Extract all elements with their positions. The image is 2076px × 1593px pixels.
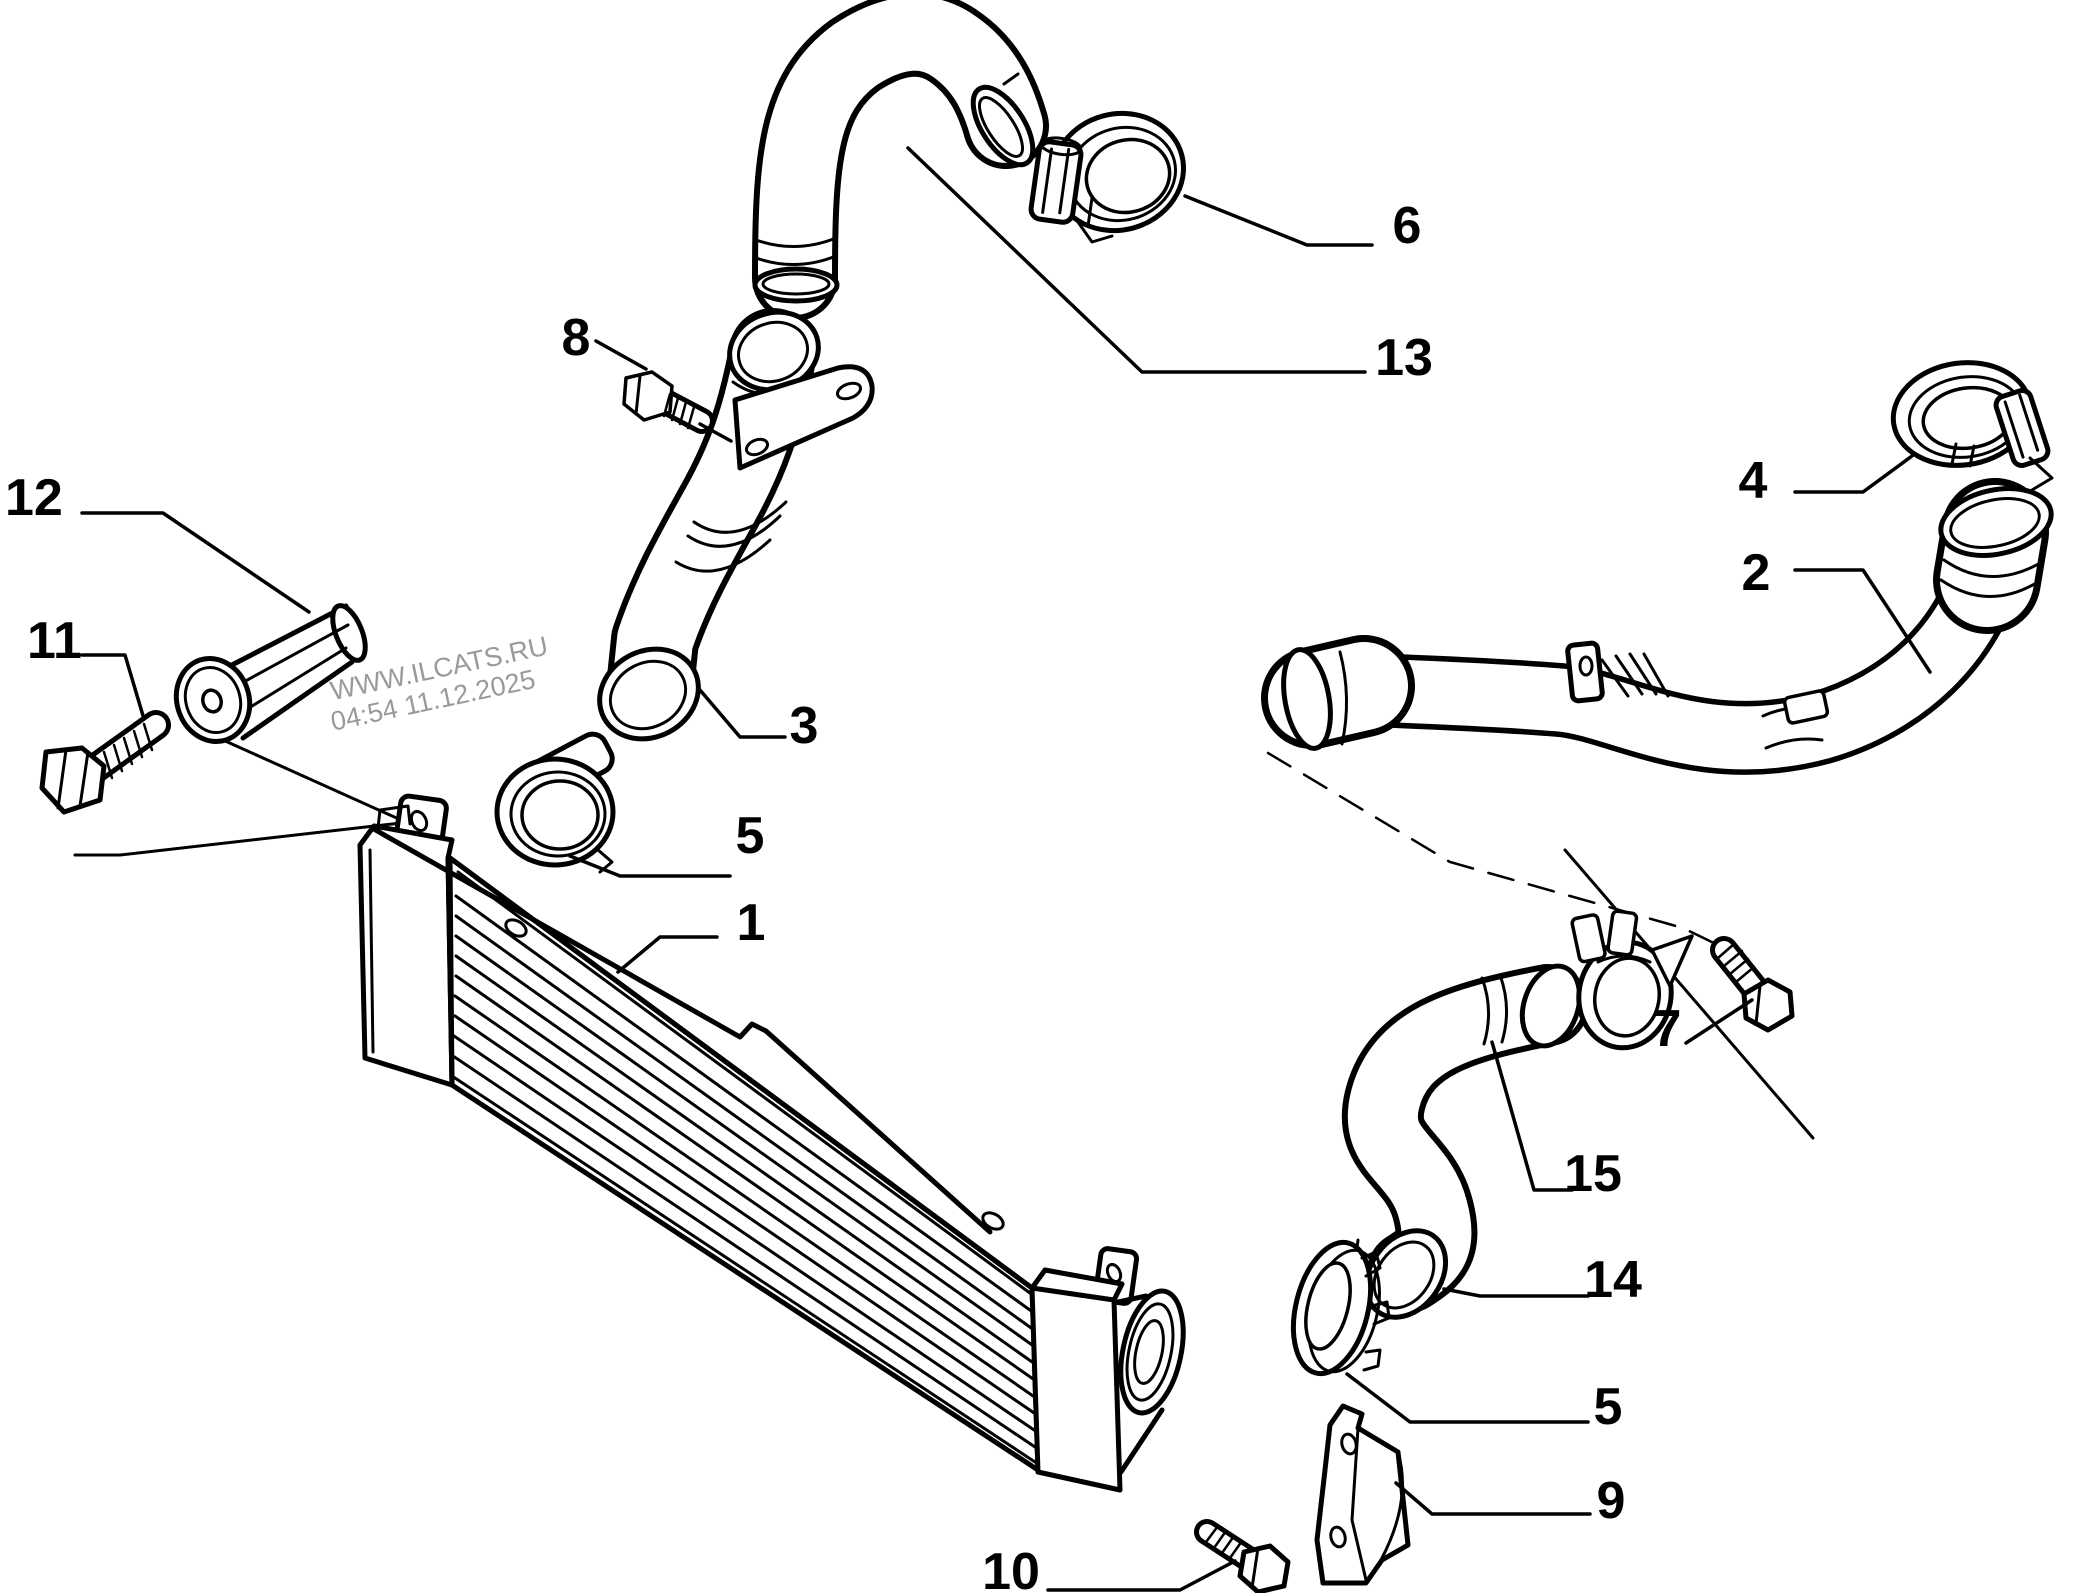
intercooler xyxy=(357,793,1186,1493)
part-label-11: 11 xyxy=(27,612,82,670)
part-label-8: 8 xyxy=(562,309,591,367)
leader-2 xyxy=(1793,568,1932,674)
intercooler-outlet-port xyxy=(1115,1288,1186,1475)
leader-9 xyxy=(1394,1481,1592,1516)
clamp-5-lower xyxy=(1290,1239,1391,1377)
leader-3 xyxy=(698,688,787,739)
callout-labels: 1 2 3 4 5 5 6 7 8 9 10 11 12 13 14 15 xyxy=(5,197,1770,1593)
lower-s-hose xyxy=(1341,963,1589,1320)
part-label-9: 9 xyxy=(1597,1472,1626,1530)
leader-4 xyxy=(1793,454,1914,494)
part-label-14: 14 xyxy=(1584,1251,1642,1309)
leader-14 xyxy=(1442,1287,1590,1298)
spacer-bush-12 xyxy=(173,603,368,744)
leader-1 xyxy=(616,935,719,974)
leader-5a xyxy=(568,854,732,878)
leader-12 xyxy=(80,511,311,614)
clamp-6 xyxy=(1028,110,1186,244)
leader-8 xyxy=(594,339,648,371)
bolt-7 xyxy=(1710,936,1795,1033)
leader-10 xyxy=(1046,1559,1237,1592)
part-label-1: 1 xyxy=(737,894,766,952)
charge-pipe xyxy=(1261,478,2054,775)
part-label-5-upper: 5 xyxy=(736,807,765,865)
turbo-hose-upper xyxy=(752,0,1049,321)
part-label-3: 3 xyxy=(790,697,819,755)
inlet-sleeve xyxy=(597,308,875,742)
part-label-2: 2 xyxy=(1742,544,1771,602)
leader-11 xyxy=(80,653,146,721)
leader-7 xyxy=(1684,998,1754,1045)
part-label-5-lower: 5 xyxy=(1594,1378,1623,1436)
clamp-5-upper xyxy=(494,731,616,874)
part-label-6: 6 xyxy=(1393,197,1422,255)
construction-lines xyxy=(73,738,1815,1140)
leader-6 xyxy=(1183,194,1374,247)
pipe-bracket-tab xyxy=(1565,640,1670,704)
leader-15 xyxy=(1490,1040,1574,1192)
part-label-13: 13 xyxy=(1375,329,1433,387)
clamp-15 xyxy=(1570,909,1694,1051)
sleeve-bracket xyxy=(732,364,875,471)
bolt-8 xyxy=(622,370,715,434)
part-label-7: 7 xyxy=(1653,1000,1682,1058)
leader-5b xyxy=(1345,1372,1590,1424)
part-label-10: 10 xyxy=(982,1543,1040,1593)
callout-leaders xyxy=(80,146,1932,1592)
part-label-15: 15 xyxy=(1564,1145,1622,1203)
bolt-11 xyxy=(39,710,171,815)
part-label-4: 4 xyxy=(1739,452,1768,510)
bolt-10 xyxy=(1194,1519,1291,1593)
pipe-elbow-clamp xyxy=(1761,689,1830,750)
intercooler-fins xyxy=(450,894,1040,1466)
leader-8b xyxy=(698,422,733,443)
clamp-4 xyxy=(1890,360,2054,492)
support-bracket-9 xyxy=(1314,1403,1411,1586)
leader-13 xyxy=(906,146,1367,374)
part-label-12: 12 xyxy=(5,469,63,527)
